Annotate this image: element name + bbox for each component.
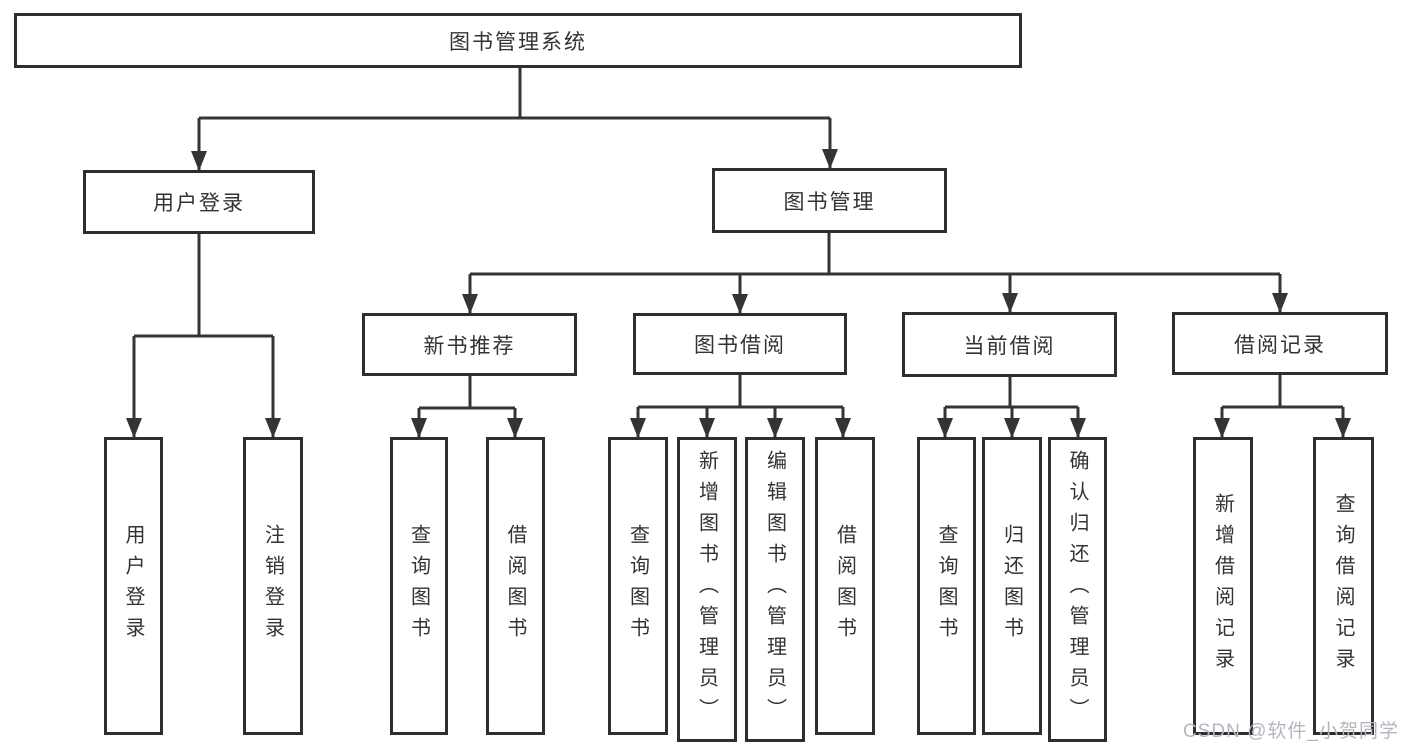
leaf-label: 借阅图书 — [833, 524, 856, 648]
node-user-login: 用户登录 — [83, 170, 315, 234]
leaf-logout-login: 注销登录 — [243, 437, 303, 735]
leaf-label: 注销登录 — [261, 524, 284, 648]
leaf-label: 借阅图书 — [504, 524, 526, 648]
leaf-add-borrow-record: 新增借阅记录 — [1193, 437, 1253, 735]
leaf-query-books-current: 查询图书 — [917, 437, 976, 735]
leaf-borrow-books-recommend: 借阅图书 — [486, 437, 545, 735]
leaf-edit-books-admin: 编辑图书（管理员） — [745, 437, 805, 742]
node-current-borrowing: 当前借阅 — [902, 312, 1117, 377]
leaf-user-login: 用户登录 — [104, 437, 163, 735]
leaf-label: 确认归还（管理员） — [1066, 450, 1088, 729]
leaf-label: 查询借阅记录 — [1332, 493, 1354, 679]
leaf-confirm-return-admin: 确认归还（管理员） — [1048, 437, 1107, 742]
leaf-query-borrow-record: 查询借阅记录 — [1313, 437, 1374, 735]
leaf-label: 归还图书 — [1000, 524, 1023, 648]
node-root: 图书管理系统 — [14, 13, 1022, 68]
node-book-management: 图书管理 — [712, 168, 947, 233]
leaf-label: 编辑图书（管理员） — [763, 450, 786, 729]
node-borrow-records: 借阅记录 — [1172, 312, 1388, 375]
node-book-borrowing: 图书借阅 — [633, 313, 847, 375]
leaf-label: 新增借阅记录 — [1211, 493, 1234, 679]
leaf-query-books-recommend: 查询图书 — [390, 437, 448, 735]
leaf-query-books-borrowing: 查询图书 — [608, 437, 668, 735]
leaf-label: 新增图书（管理员） — [695, 450, 718, 729]
node-new-book-recommendation: 新书推荐 — [362, 313, 577, 376]
leaf-add-books-admin: 新增图书（管理员） — [677, 437, 737, 742]
leaf-label: 查询图书 — [935, 524, 957, 648]
leaf-label: 查询图书 — [407, 524, 430, 648]
leaf-borrow-books: 借阅图书 — [815, 437, 875, 735]
leaf-label: 用户登录 — [122, 524, 144, 648]
leaf-label: 查询图书 — [626, 524, 649, 648]
leaf-return-books: 归还图书 — [982, 437, 1042, 735]
watermark: CSDN @软件_小贺同学 — [1183, 721, 1399, 742]
